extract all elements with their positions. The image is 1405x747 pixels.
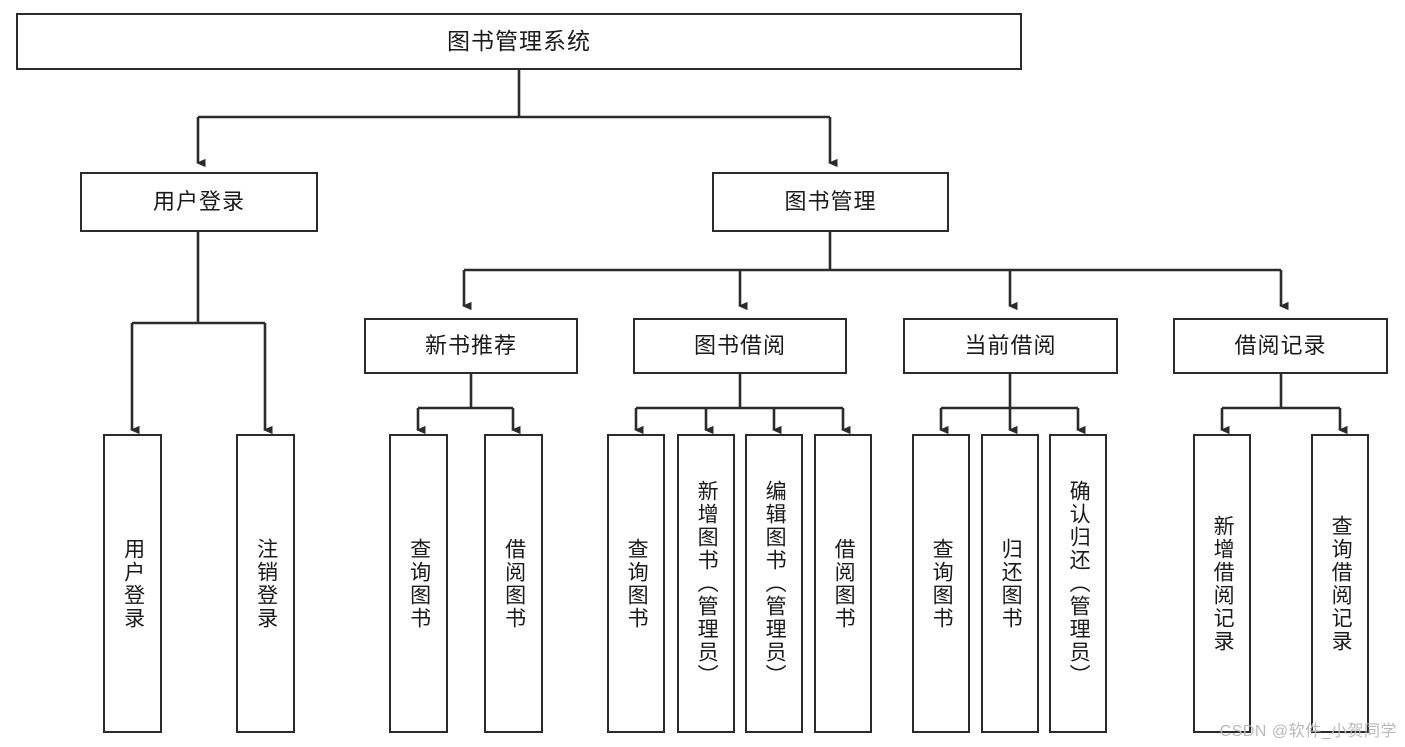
leaf-br-query-record[interactable]: 查询借阅记录 — [1311, 434, 1369, 733]
node-new-book-recommend[interactable]: 新书推荐 — [364, 318, 578, 374]
node-label: 归还图书 — [999, 537, 1023, 630]
leaf-user-login[interactable]: 用户登录 — [103, 434, 162, 733]
node-book-borrow[interactable]: 图书借阅 — [633, 318, 847, 374]
leaf-bb-query-book[interactable]: 查询图书 — [607, 434, 665, 733]
node-current-borrow[interactable]: 当前借阅 — [903, 318, 1118, 374]
leaf-bb-edit-book-admin[interactable]: 编辑图书（管理员） — [745, 434, 803, 733]
node-label: 图书管理系统 — [447, 27, 591, 54]
node-label: 新增借阅记录 — [1211, 514, 1235, 653]
node-label: 查询图书 — [625, 537, 649, 630]
leaf-cb-confirm-return-admin[interactable]: 确认归还（管理员） — [1049, 434, 1107, 733]
node-user-login[interactable]: 用户登录 — [80, 172, 318, 232]
node-root-system[interactable]: 图书管理系统 — [16, 13, 1022, 70]
leaf-cb-return-book[interactable]: 归还图书 — [981, 434, 1039, 733]
leaf-br-add-record[interactable]: 新增借阅记录 — [1193, 434, 1251, 733]
leaf-nb-borrow-book[interactable]: 借阅图书 — [484, 434, 543, 733]
node-label: 当前借阅 — [964, 332, 1057, 358]
node-label: 用户登录 — [121, 537, 145, 630]
leaf-logout[interactable]: 注销登录 — [236, 434, 295, 733]
node-borrow-record[interactable]: 借阅记录 — [1173, 318, 1388, 374]
node-label: 图书管理 — [784, 188, 877, 214]
node-label: 借阅记录 — [1234, 332, 1327, 358]
leaf-cb-query-book[interactable]: 查询图书 — [912, 434, 970, 733]
node-label: 新增图书（管理员） — [695, 480, 719, 687]
node-label: 借阅图书 — [502, 537, 526, 630]
node-label: 查询借阅记录 — [1329, 514, 1353, 653]
node-label: 借阅图书 — [832, 537, 856, 630]
node-label: 新书推荐 — [424, 332, 517, 358]
node-label: 图书借阅 — [693, 332, 786, 358]
node-label: 查询图书 — [930, 537, 954, 630]
node-label: 注销登录 — [254, 537, 278, 630]
leaf-bb-add-book-admin[interactable]: 新增图书（管理员） — [677, 434, 735, 733]
node-label: 编辑图书（管理员） — [763, 480, 787, 687]
node-label: 用户登录 — [152, 188, 245, 214]
csdn-watermark: CSDN @软件_小贺同学 — [1219, 723, 1397, 740]
node-label: 查询图书 — [407, 537, 431, 630]
leaf-bb-lend-book[interactable]: 借阅图书 — [814, 434, 872, 733]
node-book-management[interactable]: 图书管理 — [712, 172, 949, 232]
node-label: 确认归还（管理员） — [1067, 480, 1091, 687]
leaf-nb-query-book[interactable]: 查询图书 — [389, 434, 448, 733]
